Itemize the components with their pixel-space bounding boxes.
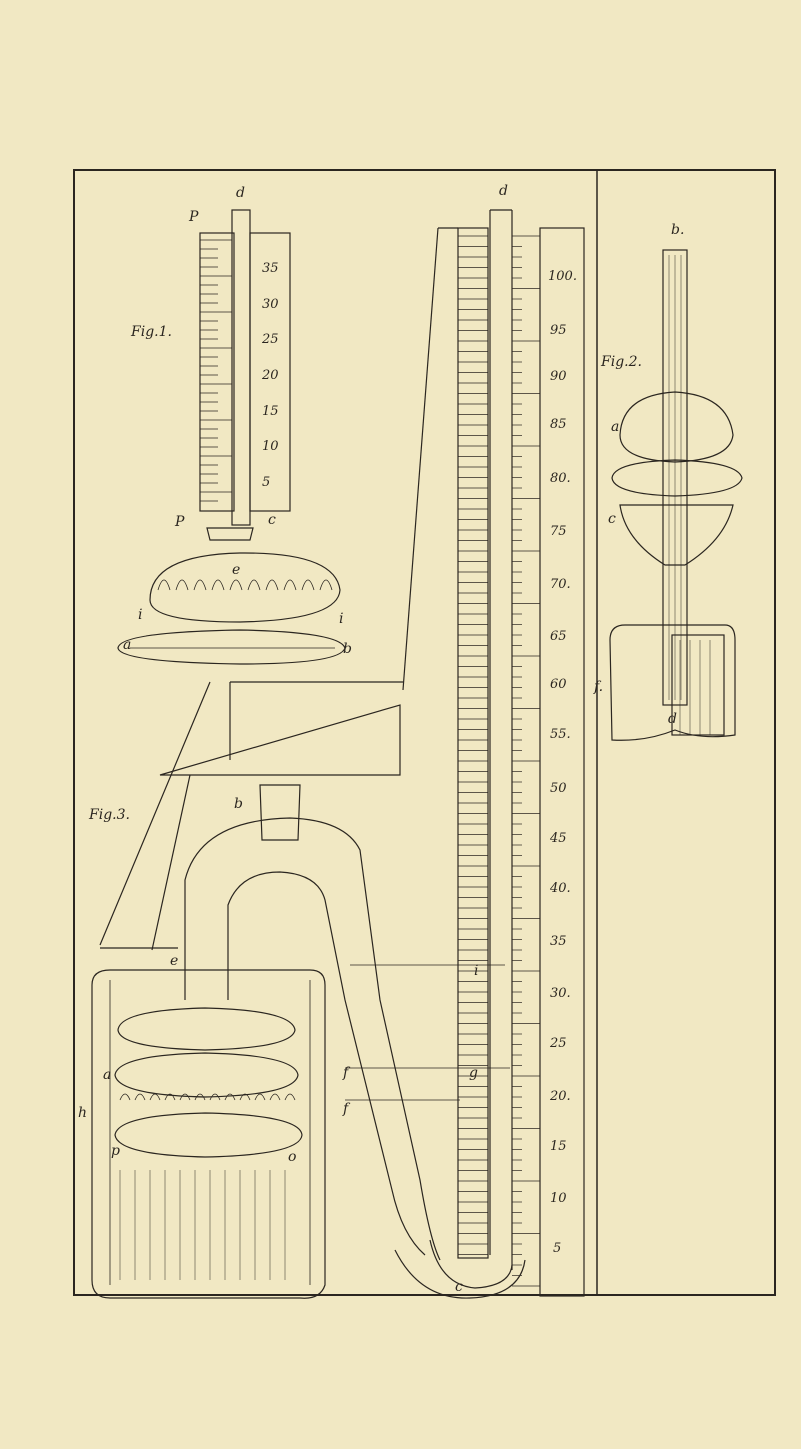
fig3-scale-label: 30. <box>550 986 571 1001</box>
fig3-letter-f-lower: f <box>343 1101 349 1117</box>
fig1-apparatus <box>117 209 346 665</box>
plate-frame <box>73 169 776 1296</box>
fig3-inner-bladder-mid <box>114 1052 299 1098</box>
fig1-letter-c: c <box>268 512 276 528</box>
fig3-letter-f-upper: f <box>343 1065 349 1081</box>
fig1-tick-marks <box>200 239 232 502</box>
fig1-scale-label: 15 <box>262 404 279 419</box>
fig3-letter-p: p <box>111 1143 120 1159</box>
fig3-scale-label: 75 <box>550 524 567 539</box>
fig2-letter-d: d <box>668 711 677 727</box>
fig3-letter-b: b <box>234 796 243 812</box>
fig3-scale-label: 20. <box>550 1089 571 1104</box>
fig3-scale-label: 60 <box>550 677 567 692</box>
fig1-letter-a: a <box>123 637 132 653</box>
fig3-scale-label: 80. <box>550 471 571 486</box>
fig3-stand-left <box>99 681 211 946</box>
fig3-slant-bar <box>402 227 439 691</box>
fig3-column <box>457 227 489 1259</box>
fig2-letter-f: f. <box>594 679 604 695</box>
fig3-scale-label: 50 <box>550 781 567 796</box>
fig2-bladder <box>619 391 734 463</box>
fig3-scale-label: 90 <box>550 369 567 384</box>
fig3-scale-label: 45 <box>550 831 567 846</box>
fig3-tick-marks <box>512 235 540 1287</box>
fig2-letter-a: a <box>611 419 620 435</box>
fig1-scale-label: 30 <box>262 297 279 312</box>
fig3-scale-label: 100. <box>548 269 577 284</box>
fig1-scale-label: 5 <box>262 475 271 490</box>
fig2-jar <box>609 624 736 741</box>
fig3-wedge <box>159 704 401 776</box>
fig3-scale-label: 25 <box>550 1036 567 1051</box>
fig1-scale-label: 10 <box>262 439 279 454</box>
fig3-scale-label: 35 <box>550 934 567 949</box>
fig3-letter-d: d <box>499 183 508 199</box>
fig1-scale-label: 35 <box>262 261 279 276</box>
fig1-bladder-rings <box>157 579 333 591</box>
fig3-letter-c: c <box>455 1279 463 1295</box>
fig3-rungs <box>458 235 488 1255</box>
fig3-title: Fig.3. <box>89 807 130 823</box>
fig3-scale-label: 65 <box>550 629 567 644</box>
fig3-apparatus <box>91 209 585 1299</box>
fig1-letter-p-top: P <box>189 209 199 225</box>
fig2-ring <box>611 459 743 497</box>
fig3-stopper <box>259 784 301 841</box>
fig2-inner-cylinder <box>671 634 725 736</box>
fig1-graduated-tube <box>199 232 235 512</box>
fig2-cup <box>619 504 734 566</box>
fig1-letter-e: e <box>232 562 241 578</box>
fig3-letter-e: e <box>170 953 179 969</box>
fig3-scale-label: 70. <box>550 577 571 592</box>
fig3-siphon-inner <box>227 871 426 1256</box>
fig3-inner-bladder-top <box>117 1007 296 1051</box>
fig2-title: Fig.2. <box>601 354 642 370</box>
fig1-letter-p-bottom: P <box>175 514 185 530</box>
fig3-scale-label: 15 <box>550 1139 567 1154</box>
fig2-apparatus <box>609 249 743 741</box>
fig3-jar <box>91 969 326 1299</box>
fig1-bladder <box>149 552 341 623</box>
fig1-letter-i-left: i <box>138 607 143 623</box>
fig3-letter-g: g <box>469 1065 478 1081</box>
fig2-letter-b: b. <box>671 222 685 238</box>
fig3-scale-label: 40. <box>550 881 571 896</box>
fig3-letter-o: o <box>288 1149 297 1165</box>
fig3-scale-label: 5 <box>553 1241 562 1256</box>
fig1-neck <box>206 527 254 541</box>
fig1-base-plate <box>117 629 346 665</box>
fig3-letter-i: i <box>474 963 479 979</box>
fig3-scale-label: 10 <box>550 1191 567 1206</box>
fig3-siphon-outer <box>184 817 441 1261</box>
fig3-u-bend <box>429 1239 513 1289</box>
fig3-hatching <box>119 1170 286 1280</box>
fig1-scale-label: 20 <box>262 368 279 383</box>
fig3-scale-label: 55. <box>550 727 571 742</box>
fig3-inner-plate <box>114 1112 303 1158</box>
fig3-stand-right <box>151 774 191 951</box>
fig3-scale-label: 85 <box>550 417 567 432</box>
fig2-letter-c: c <box>608 511 616 527</box>
fig3-letter-a: a <box>103 1067 112 1083</box>
fig1-stem <box>231 209 251 526</box>
fig3-letter-h: h <box>78 1105 88 1121</box>
fig1-title: Fig.1. <box>131 324 172 340</box>
fig1-scale-label: 25 <box>262 332 279 347</box>
fig3-scale-column <box>539 227 585 1297</box>
fig1-letter-i-right: i <box>339 611 344 627</box>
fig3-u-bend-outer <box>394 1249 526 1299</box>
fig3-scale-label: 95 <box>550 323 567 338</box>
fig1-scale-column <box>249 232 291 512</box>
fig2-tube <box>662 249 688 706</box>
fig1-letter-b: b <box>343 641 352 657</box>
fig3-ruffle <box>119 1093 296 1101</box>
fig1-letter-d: d <box>236 185 245 201</box>
